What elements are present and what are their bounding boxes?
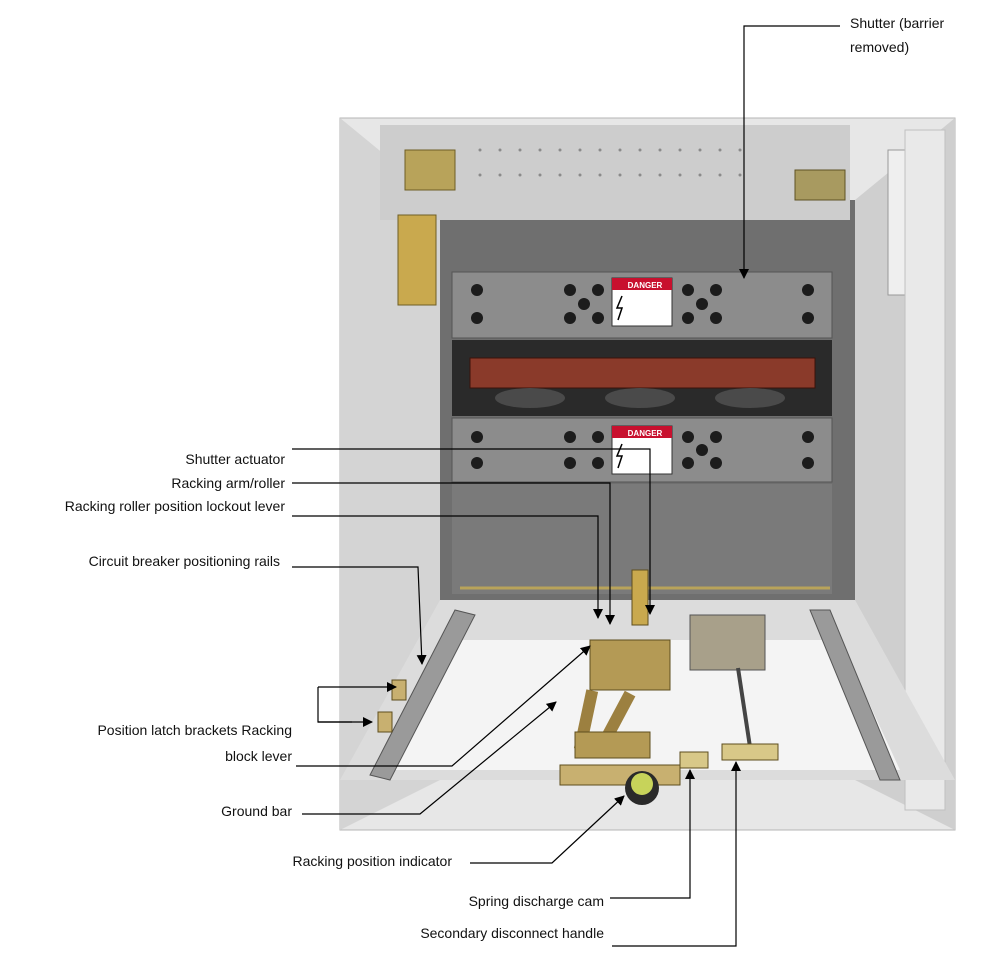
top-plate	[380, 125, 850, 220]
right-column	[904, 129, 946, 811]
leader-positioning-rails	[292, 566, 427, 665]
callout-shutter-line1: Shutter (barrier	[850, 15, 945, 31]
secondary-handle-grip	[721, 743, 779, 761]
bus-bar-red	[469, 357, 816, 389]
callout-shutter-line2: removed)	[850, 39, 910, 55]
callout-spring-cam: Spring discharge cam	[468, 893, 604, 909]
racking-position-indicator-face	[631, 773, 653, 795]
danger-header-lower	[612, 426, 672, 438]
leader-shutter-actuator	[292, 448, 655, 615]
leader-secondary-handle	[612, 761, 741, 947]
callout-position-indicator: Racking position indicator	[292, 853, 452, 869]
racking-plate	[589, 639, 671, 691]
leader-position-indicator	[470, 795, 625, 864]
floor-opening	[390, 640, 900, 770]
lightning-icon-lower	[615, 443, 624, 469]
leader-lines	[292, 25, 840, 947]
latch-bracket-2	[377, 711, 393, 733]
callout-racking-arm: Racking arm/roller	[171, 475, 285, 491]
leader-racking-arm	[292, 482, 615, 625]
lower-panel-holes	[471, 431, 814, 469]
callout-positioning-rails: Circuit breaker positioning rails	[88, 553, 280, 569]
danger-text-lower: DANGER	[628, 429, 663, 438]
callout-shutter-actuator: Shutter actuator	[185, 451, 285, 467]
upper-panel-holes	[471, 284, 814, 324]
callout-latch-line2: block lever	[225, 748, 292, 764]
callout-racking-lockout: Racking roller position lockout lever	[64, 498, 285, 514]
callout-latch-line1: Position latch brackets Racking	[97, 722, 292, 738]
leader-ground-bar	[302, 701, 557, 815]
danger-text-upper: DANGER	[628, 281, 663, 290]
ground-bar	[574, 731, 651, 759]
leader-shutter	[739, 25, 840, 279]
secondary-disconnect-block	[689, 614, 766, 671]
bus-insulators	[495, 388, 785, 408]
callout-ground-bar: Ground bar	[221, 803, 292, 819]
shutter-actuator	[631, 569, 649, 626]
leader-racking-lockout	[292, 515, 603, 619]
brass-terminal-top-left	[404, 149, 456, 191]
brass-cylinder-left	[397, 214, 437, 306]
positioning-rail-left	[369, 609, 476, 781]
leader-spring-cam	[610, 769, 695, 899]
leader-block-lever	[296, 645, 591, 767]
positioning-rail-right	[809, 609, 901, 781]
top-plate-holes	[478, 148, 742, 177]
terminal-block-right	[794, 169, 846, 201]
latch-bracket-1	[391, 679, 407, 701]
front-bracket	[559, 764, 681, 786]
callout-secondary-handle: Secondary disconnect handle	[420, 925, 604, 941]
danger-header-upper	[612, 278, 672, 290]
lightning-icon-upper	[615, 295, 624, 321]
spring-discharge-cam	[679, 751, 709, 769]
